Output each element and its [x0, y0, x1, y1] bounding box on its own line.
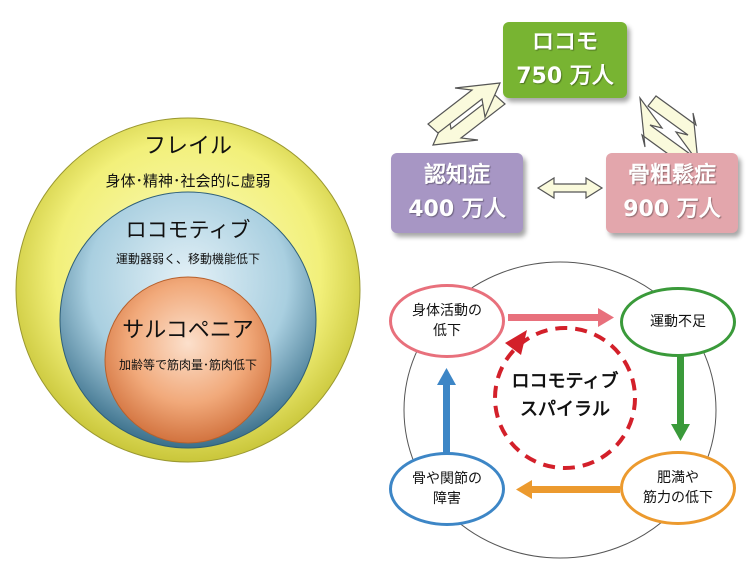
node-lack-of-exercise-line1: 運動不足 — [650, 314, 706, 330]
rocomo-count: 750 万人 — [516, 64, 614, 89]
sarcopenia-description: 加齢等で筋肉量･筋肉低下 — [118, 358, 257, 372]
arrow-rocomo-dementia — [427, 82, 506, 146]
locomotive-description: 運動器弱く、移動機能低下 — [115, 252, 260, 266]
dementia-box: 認知症 400 万人 — [391, 153, 523, 233]
rocomo-label: ロコモ — [531, 30, 598, 55]
dementia-label: 認知症 — [423, 163, 490, 188]
spiral-arrow-pink — [508, 308, 614, 327]
rocomo-box: ロコモ 750 万人 — [503, 22, 627, 98]
node-bone-joint-line2: 障害 — [433, 491, 461, 507]
osteoporosis-box: 骨粗鬆症 900 万人 — [606, 153, 738, 233]
locomotive-title: ロコモティブ — [125, 218, 251, 242]
node-physical-activity-line1: 身体活動の — [412, 303, 482, 319]
sarcopenia-title: サルコペニア — [122, 318, 254, 343]
node-lack-of-exercise: 運動不足 — [620, 287, 736, 357]
osteoporosis-label: 骨粗鬆症 — [627, 163, 716, 188]
spiral-center-line2: スパイラル — [520, 399, 610, 420]
spiral-center-label: ロコモティブ スパイラル — [495, 368, 635, 424]
dementia-count: 400 万人 — [408, 197, 506, 222]
frailty-description: 身体･精神･社会的に虚弱 — [105, 172, 271, 190]
arrow-dementia-osteoporosis — [536, 176, 604, 200]
osteoporosis-count: 900 万人 — [623, 197, 721, 222]
sarcopenia-circle — [104, 276, 272, 444]
node-physical-activity-decline: 身体活動の 低下 — [389, 284, 505, 358]
spiral-outer-circle — [403, 261, 717, 559]
node-bone-joint-disorder: 骨や関節の 障害 — [389, 452, 505, 526]
node-physical-activity-line2: 低下 — [433, 323, 461, 339]
spiral-arrow-blue — [437, 368, 456, 453]
node-obesity-line1: 肥満や — [657, 470, 699, 486]
node-obesity-muscle-decline: 肥満や 筋力の低下 — [620, 451, 736, 525]
node-obesity-line2: 筋力の低下 — [643, 490, 713, 506]
spiral-center-line1: ロコモティブ — [511, 371, 619, 392]
spiral-arrow-green — [671, 356, 690, 441]
frailty-title: フレイル — [143, 134, 232, 159]
spiral-center-dashed-circle — [493, 326, 637, 470]
node-bone-joint-line1: 骨や関節の — [412, 471, 482, 487]
spiral-arrow-orange — [516, 480, 620, 499]
spiral-center-arrowhead — [505, 330, 527, 355]
